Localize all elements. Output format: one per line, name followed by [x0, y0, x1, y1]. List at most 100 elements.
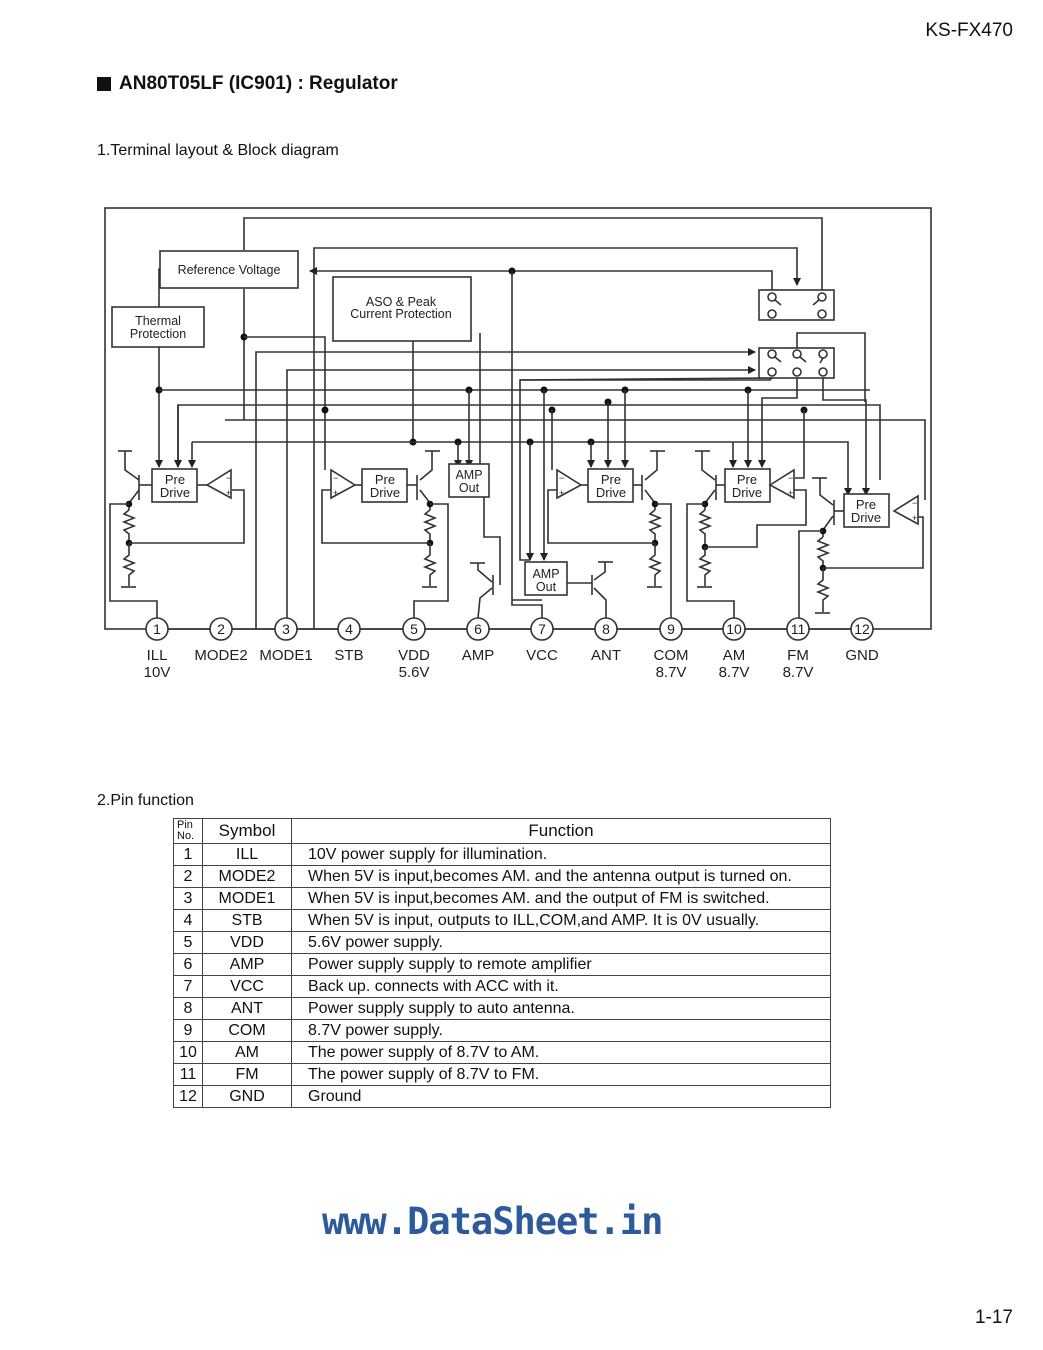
svg-text:Pre: Pre — [856, 497, 876, 512]
function-cell: When 5V is input,becomes AM. and the ant… — [291, 865, 831, 888]
symbol-cell: FM — [202, 1063, 292, 1086]
function-cell: 8.7V power supply. — [291, 1019, 831, 1042]
function-cell: Power supply supply to remote amplifier — [291, 953, 831, 976]
function-cell: Ground — [291, 1085, 831, 1108]
bullet-square-icon — [97, 77, 111, 91]
pin-number: 1 — [153, 621, 161, 637]
pin-circle — [274, 617, 298, 641]
watermark-link[interactable]: www.DataSheet.in — [322, 1200, 663, 1243]
pin-number-cell: 9 — [173, 1019, 203, 1042]
pin-circle — [659, 617, 683, 641]
pin-circle — [786, 617, 810, 641]
symbol-cell: COM — [202, 1019, 292, 1042]
svg-text:Current Protection: Current Protection — [350, 307, 451, 321]
pin-number: 3 — [282, 621, 290, 637]
symbol-cell: MODE2 — [202, 865, 292, 888]
pin-name: COM — [654, 647, 689, 664]
svg-text:−: − — [788, 473, 793, 483]
svg-text:Pre: Pre — [737, 472, 757, 487]
pre-drive-block-com: Pre Drive — [587, 468, 634, 503]
pin-circle — [722, 617, 746, 641]
pin-number-cell: 1 — [173, 843, 203, 866]
title-text: AN80T05LF (IC901) : Regulator — [119, 73, 398, 94]
pin-name: AMP — [462, 647, 495, 664]
pre-drive-block-fm: Pre Drive — [843, 493, 890, 528]
svg-text:Out: Out — [459, 481, 480, 495]
pin-name: FM — [787, 647, 809, 664]
page-number: 1-17 — [974, 1307, 1013, 1328]
output-stages — [109, 450, 924, 619]
pin-voltage: 10V — [144, 664, 171, 681]
pin-number-cell: 4 — [173, 909, 203, 932]
function-cell: When 5V is input,becomes AM. and the out… — [291, 887, 831, 910]
svg-text:Drive: Drive — [851, 510, 881, 525]
svg-text:+: + — [788, 488, 793, 498]
pin-number-cell: 10 — [173, 1041, 203, 1064]
pin-number: 12 — [854, 621, 870, 637]
pin-name: AM — [723, 647, 746, 664]
function-cell: When 5V is input, outputs to ILL,COM,and… — [291, 909, 831, 932]
section-heading-block-diagram: 1.Terminal layout & Block diagram — [97, 142, 339, 159]
aso-peak-current-protection-block: ASO & Peak Current Protection — [332, 276, 472, 342]
pin-number: 9 — [667, 621, 675, 637]
pin-name: MODE2 — [194, 647, 247, 664]
symbol-cell: ANT — [202, 997, 292, 1020]
pin-terminals: 1ILL10V2MODE23MODE14STB5VDD5.6V6AMP7VCC8… — [144, 617, 879, 681]
svg-text:Drive: Drive — [596, 485, 626, 500]
svg-text:−: − — [333, 473, 338, 483]
pin-number-cell: 11 — [173, 1063, 203, 1086]
pin-number-cell: 8 — [173, 997, 203, 1020]
pin-circle — [337, 617, 361, 641]
function-cell: 10V power supply for illumination. — [291, 843, 831, 866]
pin-circle — [466, 617, 490, 641]
symbol-cell: AM — [202, 1041, 292, 1064]
pin-number: 4 — [345, 621, 353, 637]
pin-name: VCC — [526, 647, 558, 664]
pin-name: ANT — [591, 647, 621, 664]
svg-text:ASO & Peak: ASO & Peak — [366, 295, 437, 309]
pre-drive-block-vdd: Pre Drive — [361, 468, 408, 503]
pin-number: 6 — [474, 621, 482, 637]
symbol-cell: VCC — [202, 975, 292, 998]
function-cell: Power supply supply to auto antenna. — [291, 997, 831, 1020]
table-header-row: Pin No. Symbol Function — [173, 818, 831, 844]
header-function: Function — [291, 818, 831, 844]
header-pin-no: Pin No. — [173, 818, 203, 844]
pin-name: MODE1 — [259, 647, 312, 664]
pin-voltage: 8.7V — [656, 664, 687, 681]
pin-number: 7 — [538, 621, 546, 637]
op-amp-ill: − + — [197, 468, 232, 500]
svg-text:+: + — [912, 513, 917, 523]
mode-switch-2 — [758, 347, 835, 379]
pin-number-cell: 12 — [173, 1085, 203, 1108]
pin-circle — [594, 617, 618, 641]
mode-switch-1 — [758, 289, 835, 321]
svg-text:Drive: Drive — [732, 485, 762, 500]
svg-text:Pre: Pre — [165, 472, 185, 487]
pin-number: 5 — [410, 621, 418, 637]
svg-text:AMP: AMP — [532, 567, 559, 581]
pin-number: 11 — [791, 621, 806, 637]
symbol-cell: GND — [202, 1085, 292, 1108]
pin-voltage: 8.7V — [783, 664, 814, 681]
svg-text:Drive: Drive — [370, 485, 400, 500]
op-amp-com: − + — [556, 468, 588, 500]
pin-number: 10 — [726, 621, 742, 637]
